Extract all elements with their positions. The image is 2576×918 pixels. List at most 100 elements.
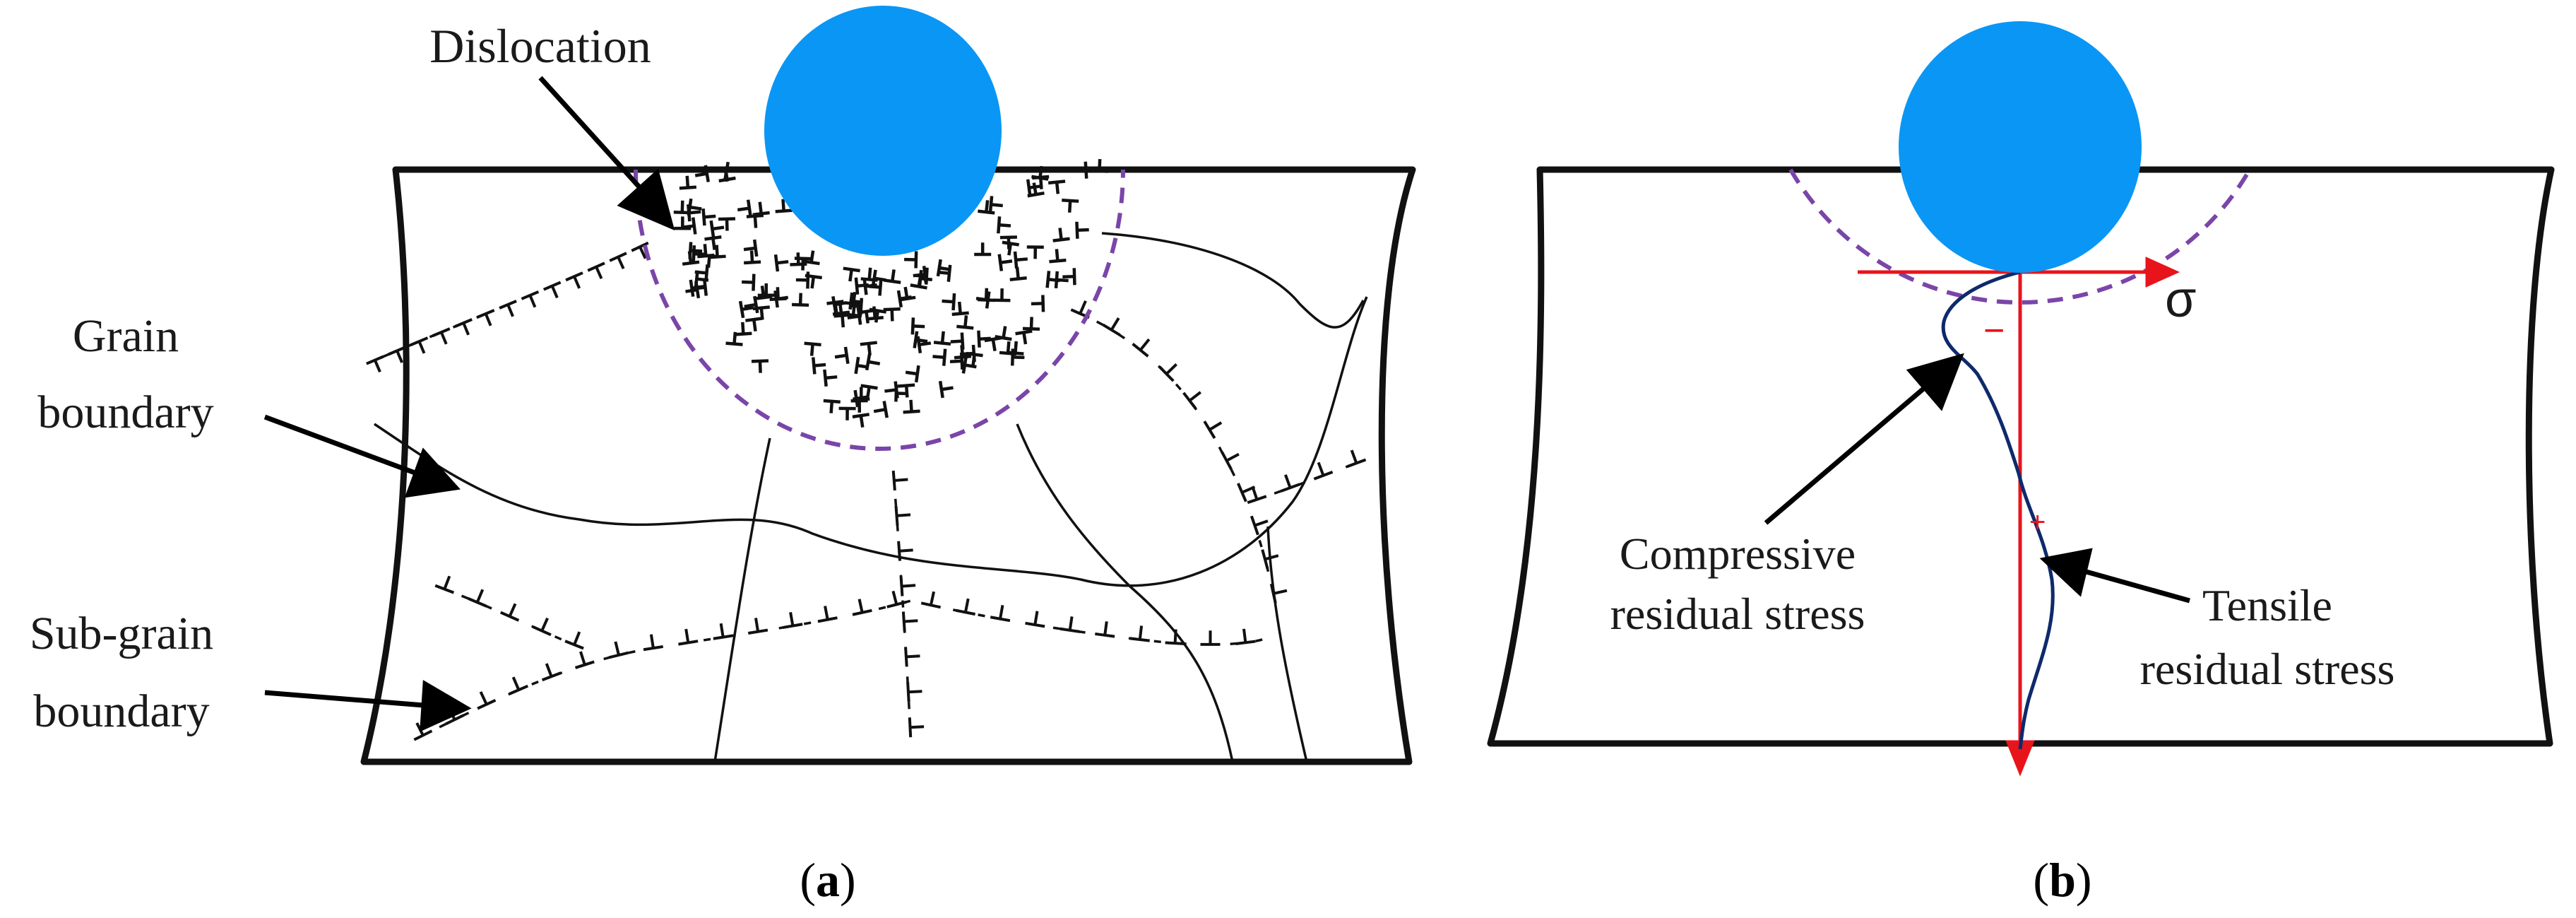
dislocation-symbol xyxy=(932,348,947,366)
dislocation-symbol xyxy=(1026,245,1044,259)
dislocation-symbol xyxy=(1235,628,1256,646)
dislocation-symbol xyxy=(804,341,821,356)
dislocation-symbol xyxy=(1060,616,1080,633)
dislocation-symbol xyxy=(773,254,789,272)
dislocation-symbol xyxy=(1007,341,1024,355)
dislocation-symbol xyxy=(852,599,872,616)
dislocation-symbol xyxy=(499,603,520,622)
dislocation-symbol xyxy=(956,315,974,330)
panel-b: − + σ Compressive residual stress Tensil… xyxy=(1487,21,2555,907)
dislocation-symbol xyxy=(1158,363,1177,382)
dislocation-symbol xyxy=(936,259,951,277)
dislocation-symbol xyxy=(735,322,752,336)
dislocation-symbol xyxy=(476,309,495,326)
dislocation-symbol xyxy=(891,470,908,491)
dislocation-symbol xyxy=(1045,271,1060,288)
grain-boundary-arrow xyxy=(263,414,418,476)
dislocation-symbol xyxy=(499,300,517,317)
dislocation-symbol xyxy=(1031,165,1049,181)
dislocation-symbol xyxy=(410,336,429,354)
dislocation-symbol xyxy=(509,676,529,695)
dislocation-symbol xyxy=(866,306,884,321)
dislocation-symbol xyxy=(990,605,1011,623)
dislocation-symbol xyxy=(701,208,716,226)
dislocation-symbol xyxy=(1221,451,1240,471)
compressive-arrow xyxy=(1764,379,1934,525)
label-tensile-line2: residual stress xyxy=(2140,644,2395,694)
dislocation-symbol xyxy=(521,290,540,308)
dislocation-symbol xyxy=(860,341,877,355)
dislocation-symbol xyxy=(995,326,1012,341)
dislocation-symbol xyxy=(802,250,820,266)
dislocation-symbol xyxy=(955,598,976,616)
dislocation-symbol xyxy=(1013,251,1028,269)
dislocation-symbol xyxy=(713,623,733,640)
dislocation-symbol xyxy=(742,273,756,291)
dislocation-symbol xyxy=(775,199,793,213)
dislocation-symbol xyxy=(838,406,856,420)
dislocation-symbol xyxy=(1025,611,1045,628)
dislocation-symbol xyxy=(1070,300,1090,319)
grain-boundary-line xyxy=(1101,232,1365,329)
dislocation-symbol xyxy=(899,576,916,596)
arrows-b xyxy=(1764,353,2190,604)
dislocation-symbol xyxy=(832,301,850,316)
dislocation-symbol xyxy=(682,251,700,266)
dislocation-symbol xyxy=(1091,159,1108,173)
indenter-ball-b xyxy=(1899,21,2142,273)
dislocation-symbol xyxy=(897,541,913,561)
dislocation-symbol xyxy=(743,250,761,265)
grain-boundaries xyxy=(374,232,1368,763)
dislocation-cluster xyxy=(673,159,1108,428)
dislocation-symbol xyxy=(673,200,691,215)
dislocation-symbol xyxy=(852,413,870,428)
dislocation-symbol xyxy=(366,355,384,373)
dislocation-symbol xyxy=(1002,240,1020,256)
dislocation-symbol xyxy=(905,365,920,383)
dislocation-symbol xyxy=(532,617,552,637)
dislocation-symbol xyxy=(1095,621,1115,638)
subgrain-boundary-arrow xyxy=(264,690,425,708)
label-grain-boundary-line2: boundary xyxy=(37,387,213,438)
dislocation-symbol xyxy=(454,318,473,336)
dislocation-symbol xyxy=(714,161,730,180)
label-subgrain-boundary-line2: boundary xyxy=(33,685,209,737)
dislocation-symbol xyxy=(898,383,915,398)
dislocation-symbol xyxy=(951,301,969,317)
dislocation-symbol xyxy=(834,346,850,364)
dislocation-symbol xyxy=(574,651,595,669)
dislocation-symbol xyxy=(477,691,497,710)
dislocation-symbol xyxy=(988,196,1003,213)
grain-boundary-arrowhead xyxy=(404,447,461,498)
dislocation-symbol xyxy=(1009,266,1027,281)
label-grain-boundary-line1: Grain xyxy=(73,310,179,362)
dislocation-symbol xyxy=(792,293,809,307)
dislocation-symbol xyxy=(1062,268,1076,286)
dislocation-symbol xyxy=(694,165,710,182)
dislocation-symbol xyxy=(678,628,699,646)
dislocation-symbol xyxy=(738,300,754,319)
dislocation-symbol xyxy=(795,271,810,289)
dislocation-symbol xyxy=(718,217,736,231)
tensile-arrow xyxy=(2083,568,2190,604)
label-tensile-line1: Tensile xyxy=(2202,580,2332,630)
dislocation-symbol xyxy=(773,290,789,308)
plastic-zone-a xyxy=(634,169,1125,451)
dislocation-symbol xyxy=(884,269,901,284)
dislocation-symbol xyxy=(783,611,803,629)
arrows-a xyxy=(263,76,675,732)
dislocation-symbol xyxy=(913,266,928,283)
dislocation-symbol xyxy=(1247,486,1267,505)
dislocation-symbol xyxy=(894,384,908,402)
dislocation-symbol xyxy=(823,399,841,413)
dislocation-symbol xyxy=(844,303,862,318)
residual-stress-curve xyxy=(1941,270,2055,750)
dislocation-symbol xyxy=(949,352,964,370)
dislocation-symbol xyxy=(886,590,907,608)
dislocation-symbol xyxy=(1049,249,1067,264)
dislocation-symbol xyxy=(1182,391,1201,410)
dislocation-ticks xyxy=(366,241,1367,741)
dislocation-symbol xyxy=(817,606,838,623)
compressive-sign: − xyxy=(1983,310,2005,351)
